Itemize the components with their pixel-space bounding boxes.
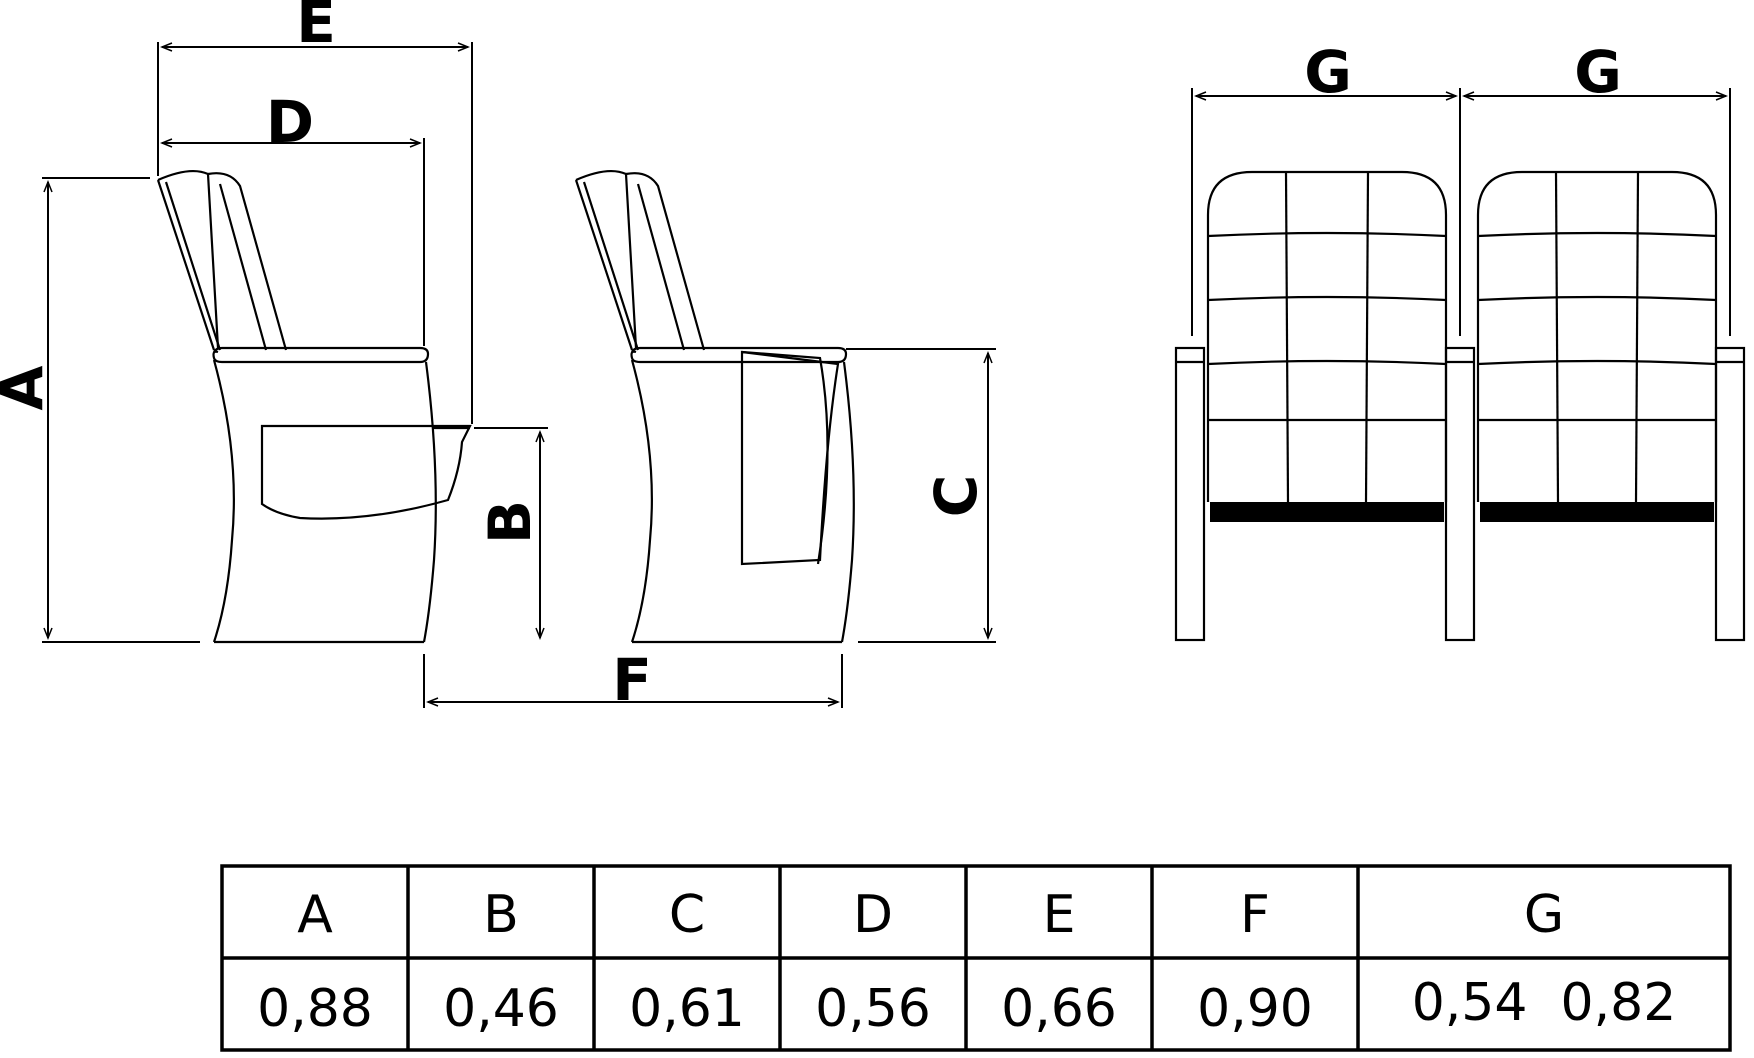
table-header-d: D bbox=[853, 885, 893, 945]
table-value-e: 0,66 bbox=[1001, 979, 1117, 1039]
table-value-g: 0,54 0,82 bbox=[1412, 973, 1677, 1033]
label-e: E bbox=[296, 0, 336, 56]
backrest-cushion bbox=[207, 172, 288, 351]
label-b: B bbox=[476, 500, 544, 544]
post-right bbox=[1714, 346, 1746, 642]
table-header-f: F bbox=[1240, 885, 1270, 945]
armrest-top-2 bbox=[630, 346, 848, 364]
label-c: C bbox=[922, 475, 990, 518]
label-g-right: G bbox=[1574, 38, 1622, 106]
dimension-table: A B C D E F G 0,88 0,46 0,61 0,56 0,66 0… bbox=[220, 864, 1732, 1052]
side-view-seat-2 bbox=[574, 169, 855, 644]
table-value-b: 0,46 bbox=[443, 979, 559, 1039]
side-panel-back bbox=[422, 361, 437, 643]
side-dimensions bbox=[42, 42, 996, 708]
table-header-b: B bbox=[483, 885, 519, 945]
seat-cushion-1 bbox=[1210, 502, 1444, 522]
backrest-outline bbox=[157, 169, 220, 349]
post-left bbox=[1174, 346, 1206, 642]
writing-tablet bbox=[260, 424, 472, 520]
table-header-a: A bbox=[297, 885, 333, 945]
label-d: D bbox=[266, 88, 314, 156]
seat-cushion-2 bbox=[1480, 502, 1714, 522]
table-value-a: 0,88 bbox=[257, 979, 373, 1039]
front-seat-2 bbox=[1476, 170, 1718, 522]
label-f: F bbox=[612, 646, 652, 714]
side-view-seat-1 bbox=[156, 169, 472, 644]
table-header-g: G bbox=[1524, 885, 1564, 945]
label-g-left: G bbox=[1304, 38, 1352, 106]
front-seat-1 bbox=[1206, 170, 1448, 522]
label-a: A bbox=[0, 365, 56, 410]
table-header-c: C bbox=[669, 885, 705, 945]
armrest-top bbox=[212, 346, 430, 364]
post-middle bbox=[1444, 346, 1476, 642]
table-header-e: E bbox=[1043, 885, 1076, 945]
side-panel-front bbox=[212, 359, 235, 643]
table-value-c: 0,61 bbox=[629, 979, 745, 1039]
table-value-f: 0,90 bbox=[1197, 979, 1313, 1039]
table-value-d: 0,56 bbox=[815, 979, 931, 1039]
front-view bbox=[1174, 88, 1746, 642]
